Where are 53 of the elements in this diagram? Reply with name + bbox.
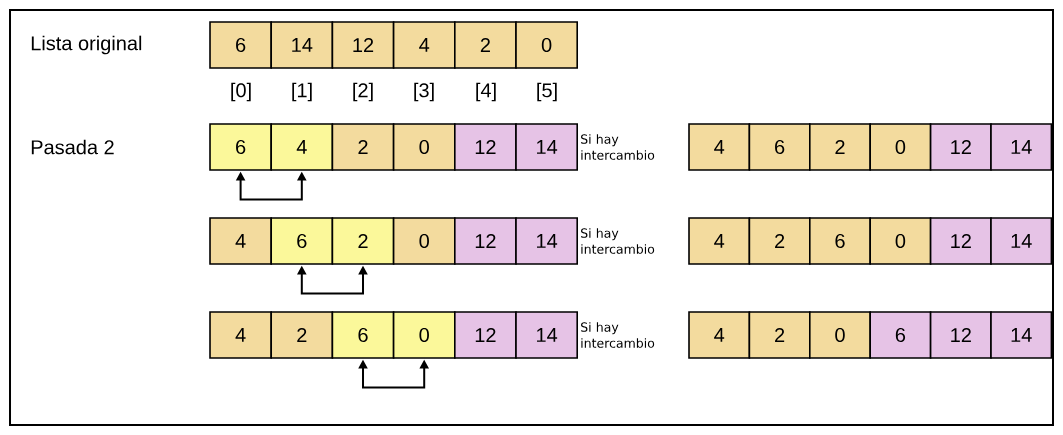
- array-cell: 0: [809, 311, 871, 359]
- array-cell: 12: [454, 217, 517, 265]
- array-cell: 0: [515, 21, 578, 69]
- array-cell: 0: [869, 217, 932, 265]
- row-label: [3]: [414, 82, 434, 102]
- array-cell: 12: [454, 311, 517, 359]
- row-label: [2]: [353, 82, 373, 102]
- array-cell: 4: [688, 217, 751, 265]
- array-cell: 0: [392, 217, 456, 265]
- array-cell: 6: [869, 311, 932, 359]
- array-cell: 12: [454, 123, 517, 171]
- array-cell: 14: [990, 123, 1053, 171]
- row-label: [4]: [476, 82, 496, 102]
- array-cell: 2: [748, 311, 811, 359]
- array-cell: 6: [270, 217, 334, 265]
- array-cell: 4: [392, 21, 456, 69]
- array-cell: 2: [809, 123, 871, 171]
- array-cell: 4: [270, 123, 334, 171]
- array-cell: 12: [331, 21, 395, 69]
- array-cell: 2: [270, 311, 334, 359]
- array-cell: 2: [331, 123, 395, 171]
- array-cell: 6: [809, 217, 871, 265]
- array-cell: 14: [990, 217, 1053, 265]
- array-cell: 14: [990, 311, 1053, 359]
- row-label: Lista original: [31, 35, 142, 55]
- array-cell: 0: [392, 311, 456, 359]
- swap-note: Si hay intercambio: [581, 134, 655, 160]
- row-label: [1]: [292, 82, 312, 102]
- row-label: [0]: [231, 82, 251, 102]
- array-cell: 6: [209, 21, 272, 69]
- array-cell: 0: [869, 123, 932, 171]
- array-cell: 14: [515, 123, 578, 171]
- array-cell: 6: [331, 311, 395, 359]
- row-label: Pasada 2: [31, 139, 114, 155]
- array-cell: 14: [515, 311, 578, 359]
- swap-note: Si hay intercambio: [581, 322, 655, 348]
- row-label: [5]: [537, 82, 557, 102]
- array-cell: 4: [688, 123, 751, 171]
- array-cell: 4: [688, 311, 751, 359]
- array-cell: 6: [209, 123, 272, 171]
- array-cell: 2: [454, 21, 517, 69]
- swap-note: Si hay intercambio: [581, 228, 655, 254]
- array-cell: 12: [929, 311, 992, 359]
- array-cell: 0: [392, 123, 456, 171]
- array-cell: 14: [270, 21, 334, 69]
- array-cell: 12: [929, 123, 992, 171]
- array-cell: 4: [209, 311, 272, 359]
- array-cell: 12: [929, 217, 992, 265]
- array-cell: 6: [748, 123, 811, 171]
- array-cell: 2: [748, 217, 811, 265]
- array-cell: 14: [515, 217, 578, 265]
- array-cell: 2: [331, 217, 395, 265]
- array-cell: 4: [209, 217, 272, 265]
